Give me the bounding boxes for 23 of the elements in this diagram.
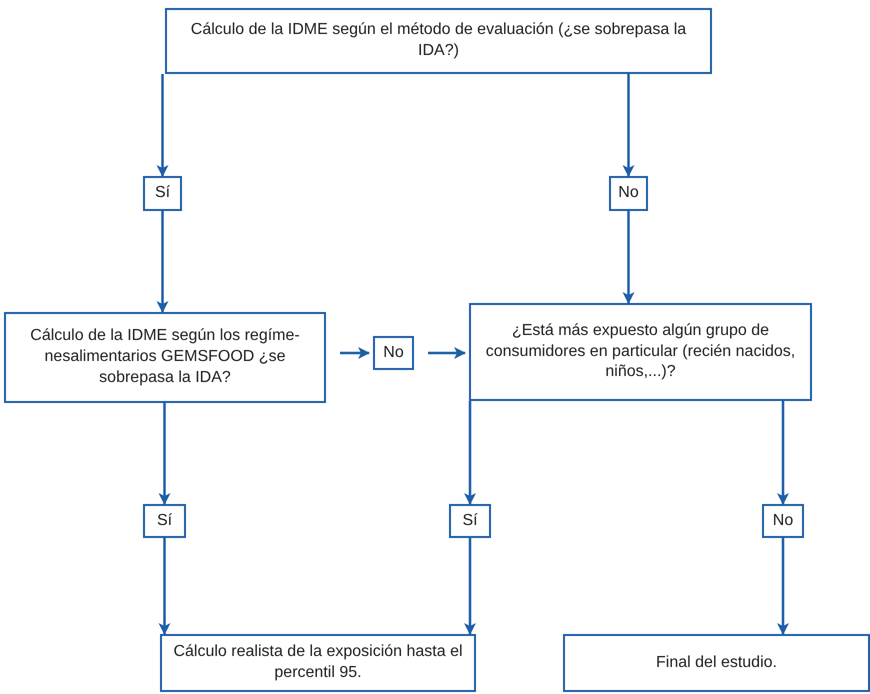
arrow xyxy=(622,211,634,304)
end-box: Final del estudio. xyxy=(563,634,870,692)
arrow xyxy=(622,74,634,177)
arrow xyxy=(156,74,168,177)
arrow xyxy=(158,538,170,635)
decision-label: Sí xyxy=(143,504,186,538)
arrow xyxy=(777,538,789,635)
process-box: Cálculo de la IDME según los regíme- nesalimentarios GEMSFOOD ¿se sobrepasa la IDA? xyxy=(4,312,326,403)
decision-label: No xyxy=(373,336,414,370)
arrow xyxy=(158,403,170,505)
arrow xyxy=(464,401,476,505)
arrow xyxy=(777,401,789,505)
arrow xyxy=(156,211,168,313)
decision-label: No xyxy=(609,176,648,211)
decision-label: Sí xyxy=(449,504,491,538)
arrow xyxy=(428,347,466,359)
process-box: Cálculo de la IDME según el método de evaluación (¿se sobrepasa la IDA?) xyxy=(165,8,712,74)
decision-label: No xyxy=(762,504,804,538)
arrow xyxy=(340,347,370,359)
process-box: Cálculo realista de la exposición hasta el percentil 95. xyxy=(160,634,476,692)
question-box: ¿Está más expuesto algún grupo de consumidores en particular (recién nacidos, niños,...)? xyxy=(469,303,812,401)
decision-label: Sí xyxy=(143,176,182,211)
arrow xyxy=(464,538,476,635)
